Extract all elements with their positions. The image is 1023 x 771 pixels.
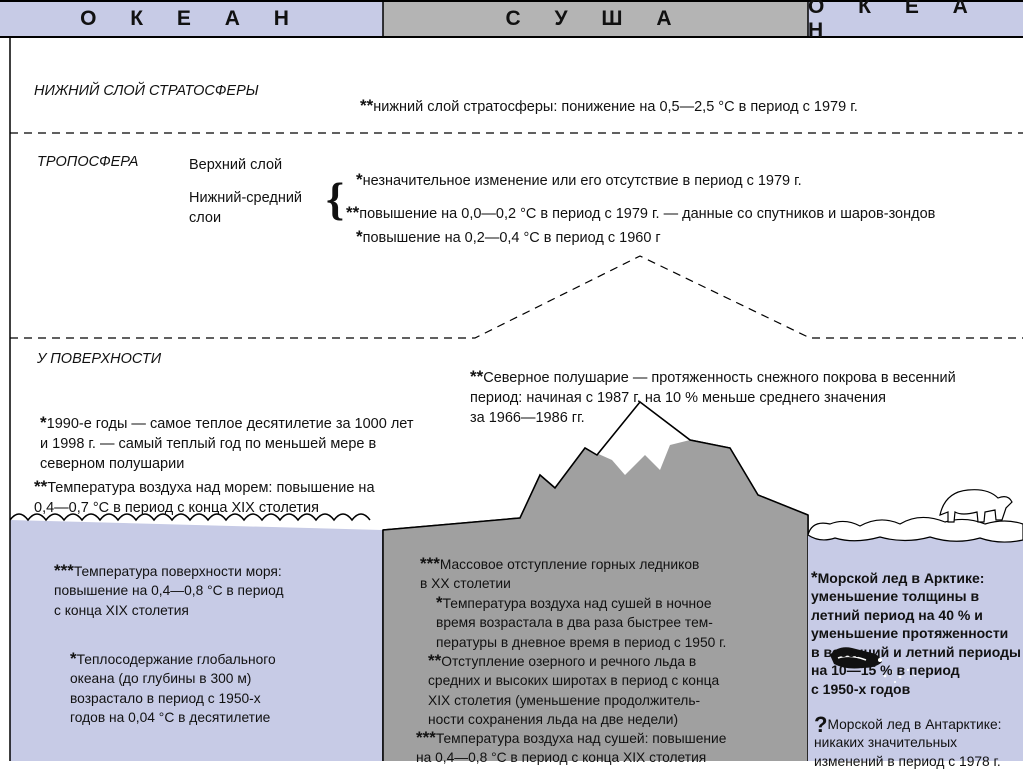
land-air-text: Температура воздуха над сушей: повышение… [416,730,727,766]
decade-marker: * [40,413,47,432]
brace-icon: { [326,173,345,224]
night-temp-marker: * [436,592,443,612]
stratosphere-text: нижний слой стратосферы: понижение на 0,… [373,99,858,115]
header-land: С У Ш А [383,0,808,38]
lower-layer-marker-1: ** [346,203,360,222]
glacier-text: Массовое отступление горных ледников в Х… [420,556,700,592]
lower-layer-marker-2: * [356,227,363,246]
waves [9,513,371,522]
lower-layer-label: Нижний-средний слои [189,190,303,226]
ocean-left-header-bg [0,0,383,38]
upper-layer-marker: * [356,170,363,189]
troposphere-label: ТРОПОСФЕРА [37,154,139,170]
air-sea-text: Температура воздуха над морем: повышение… [34,480,375,516]
stratosphere-marker: ** [360,96,374,115]
mountain-icon [383,402,808,761]
sst-text: Температура поверхности моря: повышение … [54,563,284,618]
land-air-marker: *** [416,727,436,747]
decade-text: 1990-е годы — самое теплое десятилетие з… [40,416,414,472]
snow-cover-note: **Северное полушарие — протяженность сне… [470,348,956,428]
upper-layer-label: Верхний слой [189,157,283,173]
stratosphere-note: **нижний слой стратосферы: понижение на … [360,77,858,117]
lower-layer-note-1: **повышение на 0,0—0,2 °С в период с 197… [346,184,935,224]
night-temp-text: Температура воздуха над сушей в ночное в… [436,595,727,650]
heat-content-marker: * [70,648,77,668]
land-header-bg [383,0,808,38]
ice-floe-icon [807,516,1023,543]
sst-marker: *** [54,560,74,580]
arctic-ice-note: *Морской лед в Арктике: уменьшение толщи… [811,550,1021,698]
night-temp-note: *Температура воздуха над сушей в ночное … [436,574,726,652]
ocean-left-water [10,520,383,761]
lower-layer-note-2: *повышение на 0,2—0,4 °С в период с 1960… [356,208,661,248]
header-ocean-right: О К Е А Н [808,0,1023,42]
polar-bear-icon [939,489,1013,523]
heat-content-note: *Теплосодержание глобального океана (до … [70,630,276,728]
land-air-note: ***Температура воздуха над сушей: повыше… [416,709,726,768]
decade-note: *1990-е годы — самое теплое десятилетие … [40,394,414,474]
glacier-marker: *** [420,553,440,573]
troposphere-divider [10,255,1023,339]
air-sea-note: **Температура воздуха над морем: повышен… [34,458,375,518]
heat-content-text: Теплосодержание глобального океана (до г… [70,651,276,726]
header-ocean-left: О К Е А Н [0,0,383,38]
surface-label: У ПОВЕРХНОСТИ [37,351,162,367]
antarctic-ice-note: ?Морской лед в Антарктике: никаких значи… [814,697,1001,771]
upper-layer-text: незначительное изменение или его отсутст… [362,173,802,189]
lower-layer-text-1: повышение на 0,0—0,2 °С в период с 1979 … [359,206,936,222]
penguin-icon [830,647,882,669]
lake-ice-text: Отступление озерного и речного льда в ср… [428,653,720,728]
snow-cover-marker: ** [470,367,484,386]
stratosphere-label: НИЖНИЙ СЛОЙ СТРАТОСФЕРЫ [34,83,259,99]
antarctic-ice-marker: ? [814,711,828,737]
upper-layer-note: *незначительное изменение или его отсутс… [356,151,802,191]
sst-note: ***Температура поверхности моря: повышен… [54,542,284,620]
snow-cover-text: Северное полушарие — протяженность снежн… [470,370,956,426]
lower-layer-text-2: повышение на 0,2—0,4 °С в период с 1960 … [362,230,661,246]
glacier-note: ***Массовое отступление горных ледников … [420,535,699,594]
air-sea-marker: ** [34,477,48,496]
arctic-ice-text: Морской лед в Арктике: уменьшение толщин… [811,569,1021,697]
ocean-right-header-bg [808,0,1023,38]
lake-ice-marker: ** [428,650,442,670]
lake-ice-note: **Отступление озерного и речного льда в … [428,632,719,730]
arctic-ice-marker: * [811,567,818,587]
